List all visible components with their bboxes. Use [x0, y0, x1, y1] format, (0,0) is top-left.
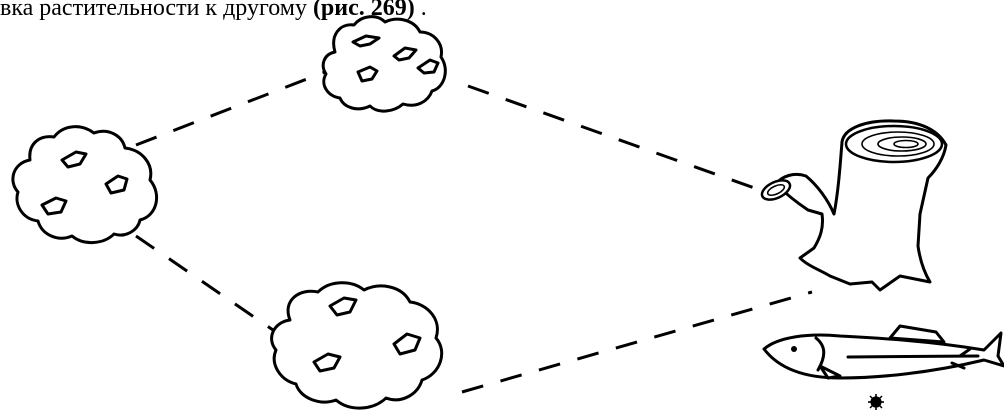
dashed-paths — [135, 70, 813, 394]
leaf-mark — [328, 296, 358, 317]
caption-suffix: . — [420, 0, 427, 21]
leaf-mark — [392, 46, 418, 62]
fish-small-fin — [950, 361, 966, 370]
path-top-to-stump — [467, 84, 761, 192]
fish-eye — [791, 346, 797, 352]
caption-figure-ref: (рис. 269) — [312, 0, 415, 21]
fish-dorsal-fin — [888, 324, 946, 344]
leaf-mark — [312, 352, 342, 373]
bush-bottom-icon — [270, 281, 444, 410]
leaf-mark — [416, 58, 440, 75]
footnote-star-icon — [868, 394, 884, 410]
path-left-to-top — [135, 70, 326, 147]
path-bottom-to-stump — [461, 290, 813, 394]
caption-line: вка растительности к другому (рис. 269) … — [0, 0, 427, 24]
leaf-mark — [60, 150, 88, 169]
fish-lateral-line — [846, 354, 980, 359]
fish-small-fin — [958, 347, 972, 358]
fish-gill — [814, 336, 826, 372]
fish-belly-fin — [818, 364, 842, 380]
leaf-mark — [40, 196, 68, 216]
bush-left-icon — [11, 125, 159, 244]
stump-icon — [760, 119, 948, 292]
leaf-mark — [392, 332, 422, 356]
caption-text: вка растительности к другому — [0, 0, 307, 21]
leaf-mark — [356, 65, 379, 83]
path-left-to-bottom — [135, 234, 274, 332]
leaf-mark — [351, 34, 381, 48]
leaf-mark — [104, 174, 129, 195]
fish-icon — [762, 324, 1004, 380]
bush-top-icon — [321, 15, 447, 113]
